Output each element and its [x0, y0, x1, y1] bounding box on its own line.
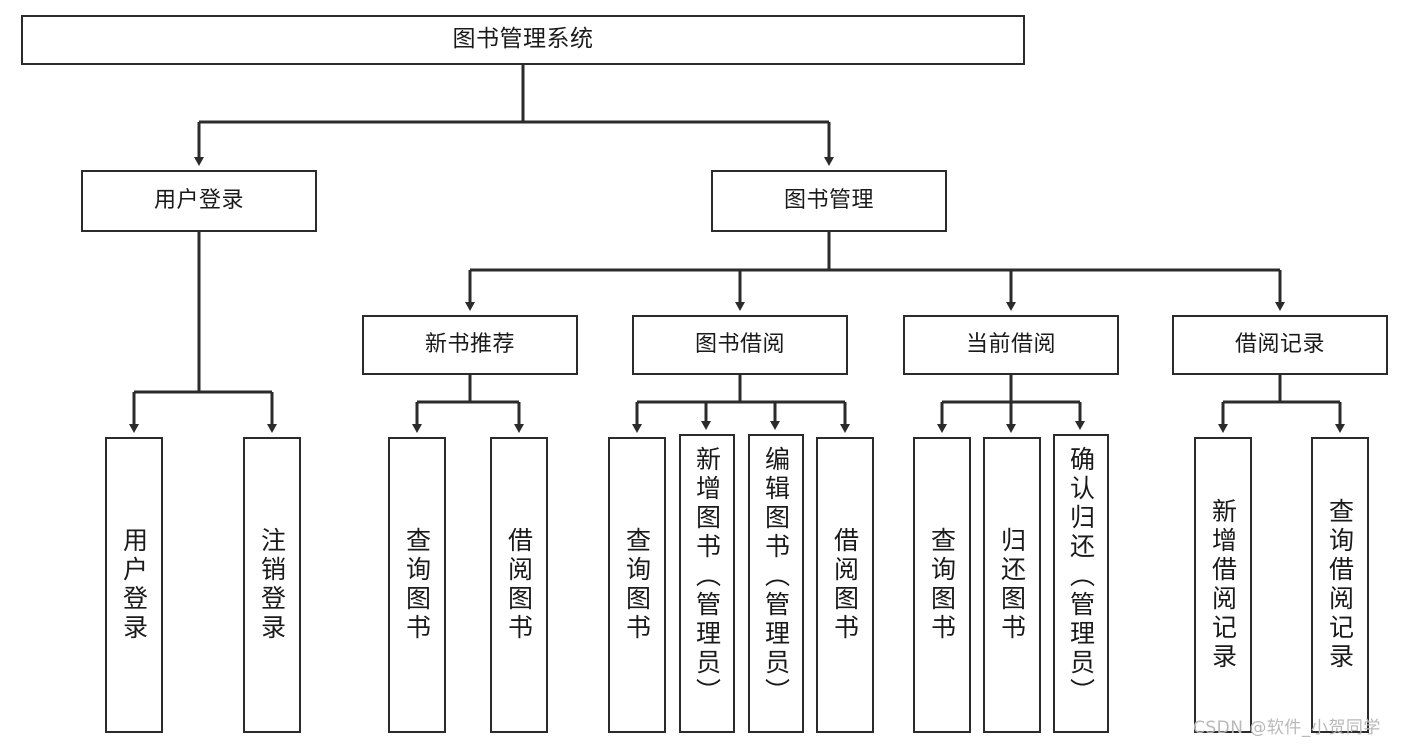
- node-leaf-borrow-book-2-label: 借阅图书: [830, 527, 860, 643]
- node-leaf-return-book[interactable]: 归还图书: [983, 437, 1041, 733]
- node-leaf-query-book-3-label: 查询图书: [927, 527, 957, 643]
- node-current-borrow[interactable]: 当前借阅: [903, 315, 1119, 375]
- node-leaf-borrow-book-2[interactable]: 借阅图书: [816, 437, 874, 733]
- node-leaf-add-book-label: 新增图书（管理员）: [692, 446, 722, 707]
- node-leaf-borrow-book-1[interactable]: 借阅图书: [490, 437, 548, 733]
- node-borrow-record[interactable]: 借阅记录: [1172, 315, 1388, 375]
- node-leaf-edit-book-label: 编辑图书（管理员）: [761, 446, 791, 707]
- node-leaf-query-record[interactable]: 查询借阅记录: [1311, 437, 1369, 733]
- node-book-manage-label: 图书管理: [783, 188, 874, 214]
- node-new-book-recommendation[interactable]: 新书推荐: [362, 315, 578, 375]
- node-book-borrow-label: 图书借阅: [694, 332, 785, 358]
- node-leaf-query-book-3[interactable]: 查询图书: [913, 437, 971, 733]
- node-leaf-confirm-return[interactable]: 确认归还（管理员）: [1053, 434, 1109, 733]
- node-current-borrow-label: 当前借阅: [965, 332, 1056, 358]
- node-leaf-query-book-2[interactable]: 查询图书: [608, 437, 666, 733]
- node-user-login-label: 用户登录: [153, 188, 244, 214]
- node-leaf-query-book-1[interactable]: 查询图书: [388, 437, 446, 733]
- node-leaf-query-record-label: 查询借阅记录: [1325, 498, 1355, 672]
- node-leaf-confirm-return-label: 确认归还（管理员）: [1066, 446, 1096, 707]
- node-leaf-borrow-book-1-label: 借阅图书: [504, 527, 534, 643]
- node-leaf-user-login[interactable]: 用户登录: [105, 437, 163, 733]
- node-root[interactable]: 图书管理系统: [21, 15, 1025, 65]
- node-book-borrow[interactable]: 图书借阅: [632, 315, 848, 375]
- node-leaf-return-book-label: 归还图书: [997, 527, 1027, 643]
- node-book-manage[interactable]: 图书管理: [711, 170, 947, 232]
- node-user-login[interactable]: 用户登录: [81, 170, 317, 232]
- node-leaf-query-book-1-label: 查询图书: [402, 527, 432, 643]
- node-leaf-user-login-label: 用户登录: [119, 527, 149, 643]
- node-leaf-logout-label: 注销登录: [257, 527, 287, 643]
- node-leaf-logout[interactable]: 注销登录: [243, 437, 301, 733]
- node-leaf-add-record[interactable]: 新增借阅记录: [1194, 437, 1252, 733]
- node-borrow-record-label: 借阅记录: [1234, 332, 1325, 358]
- csdn-watermark: CSDN @软件_小贺同学: [1193, 718, 1381, 738]
- node-root-label: 图书管理系统: [452, 26, 594, 53]
- node-leaf-add-record-label: 新增借阅记录: [1208, 498, 1238, 672]
- node-leaf-edit-book[interactable]: 编辑图书（管理员）: [748, 434, 804, 733]
- node-leaf-add-book[interactable]: 新增图书（管理员）: [679, 434, 735, 733]
- node-new-book-recommendation-label: 新书推荐: [424, 332, 515, 358]
- node-leaf-query-book-2-label: 查询图书: [622, 527, 652, 643]
